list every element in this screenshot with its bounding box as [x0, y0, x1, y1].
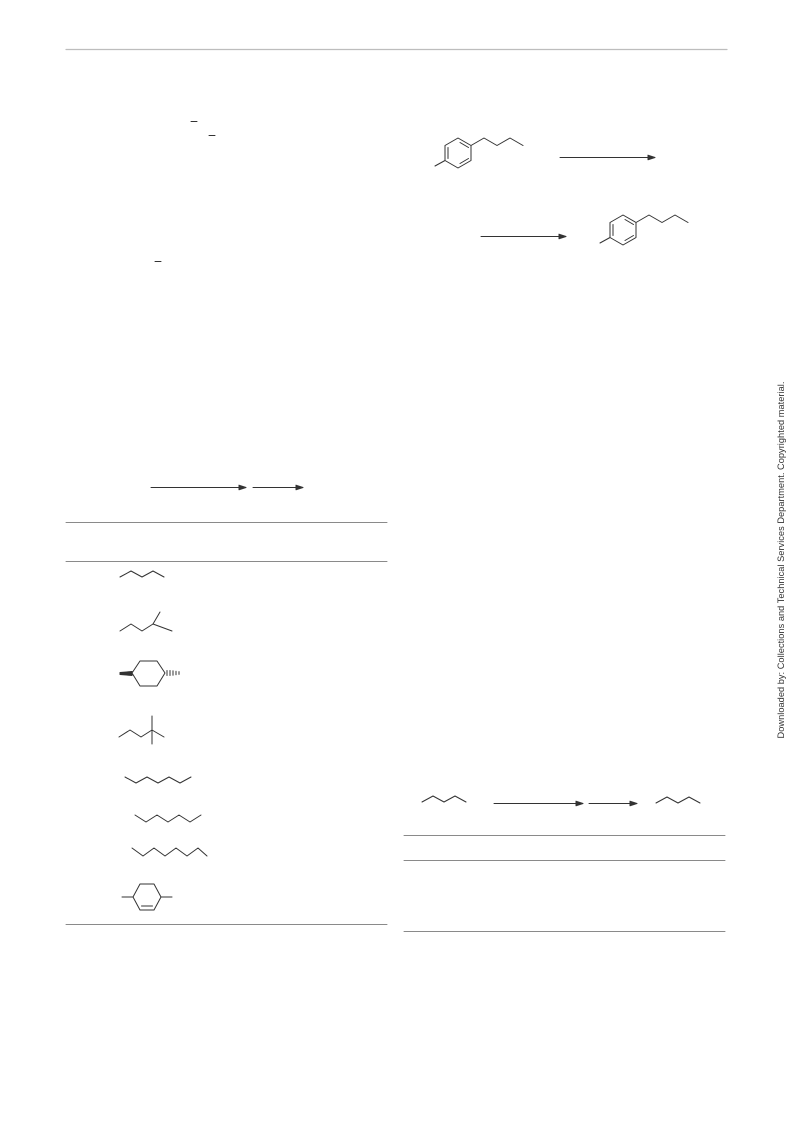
- reaction-arrow: [480, 233, 567, 240]
- butane-chain-structure: [655, 796, 701, 804]
- dimethyl-pentane-structure: [118, 715, 165, 745]
- hexane-chain-structure: [124, 776, 192, 784]
- methyl-pentane-structure: [119, 611, 173, 632]
- reaction-arrow: [493, 800, 584, 807]
- cyclohexane-ring-structure: [119, 660, 180, 687]
- butane-chain-structure: [421, 795, 467, 803]
- aryl-butyl-structure: [599, 214, 689, 246]
- aryl-butyl-structure: [434, 137, 524, 169]
- heptane-chain-structure: [134, 814, 202, 823]
- download-watermark: Downloaded by: Collections and Technical…: [776, 381, 786, 739]
- reaction-arrow: [252, 484, 304, 491]
- para-xylene-structure: [121, 883, 173, 911]
- reaction-arrow: [559, 154, 656, 161]
- butane-chain-structure: [119, 570, 165, 578]
- reaction-arrow: [588, 800, 638, 807]
- reaction-arrow: [150, 484, 247, 491]
- octane-chain-structure: [131, 847, 208, 857]
